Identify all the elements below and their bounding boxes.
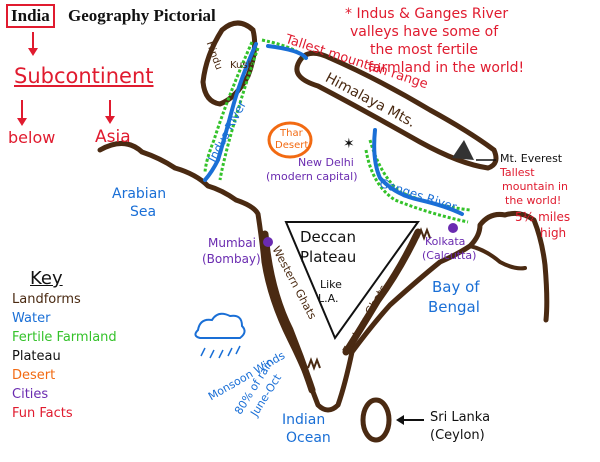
- modern-capital-label: (modern capital): [266, 170, 358, 183]
- key-item: Fun Facts: [12, 406, 73, 421]
- like-label-1: Like: [320, 278, 342, 291]
- indian-ocean-label-2: Ocean: [286, 430, 331, 446]
- arabian-sea-label-2: Sea: [130, 204, 157, 220]
- sri-lanka-label: Sri Lanka: [430, 410, 491, 425]
- ceylon-label: (Ceylon): [430, 428, 485, 443]
- tallest-mountain-5: high: [540, 226, 567, 240]
- western-ghats-ridges: [261, 230, 316, 394]
- sri-lanka-arrowhead: [396, 415, 404, 425]
- rain-cloud-icon: [194, 312, 246, 359]
- thar-label-1: Thar: [280, 128, 303, 139]
- deccan-label-2: Plateau: [300, 248, 357, 266]
- tallest-mountain-1: Tallest: [500, 166, 535, 179]
- key-item: Plateau: [12, 349, 61, 364]
- tallest-mountain-3: the world!: [505, 194, 562, 207]
- asia-label: Asia: [95, 127, 131, 147]
- sri-lanka-island: [360, 397, 392, 443]
- tallest-mountain-2: mountain in: [502, 180, 568, 193]
- bay-of-bengal-label-1: Bay of: [432, 278, 480, 296]
- mumbai-label: Mumbai: [208, 236, 256, 250]
- thar-desert-outline: [267, 121, 313, 159]
- bay-of-bengal-label-2: Bengal: [428, 298, 480, 316]
- subcontinent-label: Subcontinent: [14, 64, 154, 88]
- key-item: Desert: [12, 368, 56, 383]
- coastline: [97, 141, 550, 413]
- title-arrowhead: [28, 48, 38, 56]
- indus-river: [203, 42, 308, 182]
- ganges-river: [372, 128, 464, 216]
- east-coast-inlet: [468, 244, 527, 271]
- key-heading: Key: [30, 268, 63, 289]
- key-item: Water: [12, 311, 51, 326]
- everest-peak-icon: [452, 140, 474, 160]
- fun-fact-line-4: farmland in the world!: [368, 60, 525, 76]
- like-label-2: L.A.: [318, 292, 339, 305]
- below-arrowhead: [17, 118, 27, 126]
- kolkata-label: Kolkata: [425, 235, 466, 248]
- bombay-label: (Bombay): [202, 252, 261, 266]
- key-item: Fertile Farmland: [12, 330, 117, 345]
- hindu-kush-label-2: Kush: [230, 60, 254, 71]
- asia-arrowhead: [105, 116, 115, 124]
- calcutta-label: (Calcutta): [422, 249, 477, 262]
- deccan-label-1: Deccan: [300, 228, 356, 246]
- eastern-ghats-ridges: [342, 228, 422, 356]
- new-delhi-label: New Delhi: [298, 156, 354, 169]
- mumbai-marker: [263, 237, 273, 247]
- key-item: Cities: [12, 387, 49, 402]
- page-title: Geography Pictorial: [68, 6, 216, 25]
- everest-label: Mt. Everest: [500, 152, 563, 165]
- below-label: below: [8, 128, 56, 147]
- kolkata-marker: [448, 223, 458, 233]
- new-delhi-star-icon: ✶: [343, 136, 355, 152]
- title-boxed-word: India: [6, 4, 55, 28]
- fun-fact-line-3: the most fertile: [370, 42, 479, 58]
- thar-label-2: Desert: [275, 140, 309, 151]
- tallest-mountain-4: 5½ miles: [515, 210, 571, 224]
- fun-fact-line-1: * Indus & Ganges River: [345, 6, 509, 22]
- himalaya-mountains: [294, 50, 499, 171]
- deccan-plateau-outline: [284, 221, 420, 341]
- indian-ocean-label-1: Indian: [282, 412, 326, 428]
- fun-fact-line-2: valleys have some of: [350, 24, 499, 40]
- arabian-sea-label-1: Arabian: [112, 186, 167, 202]
- ghats-peaks: [307, 227, 431, 371]
- key-item: Landforms: [12, 292, 81, 307]
